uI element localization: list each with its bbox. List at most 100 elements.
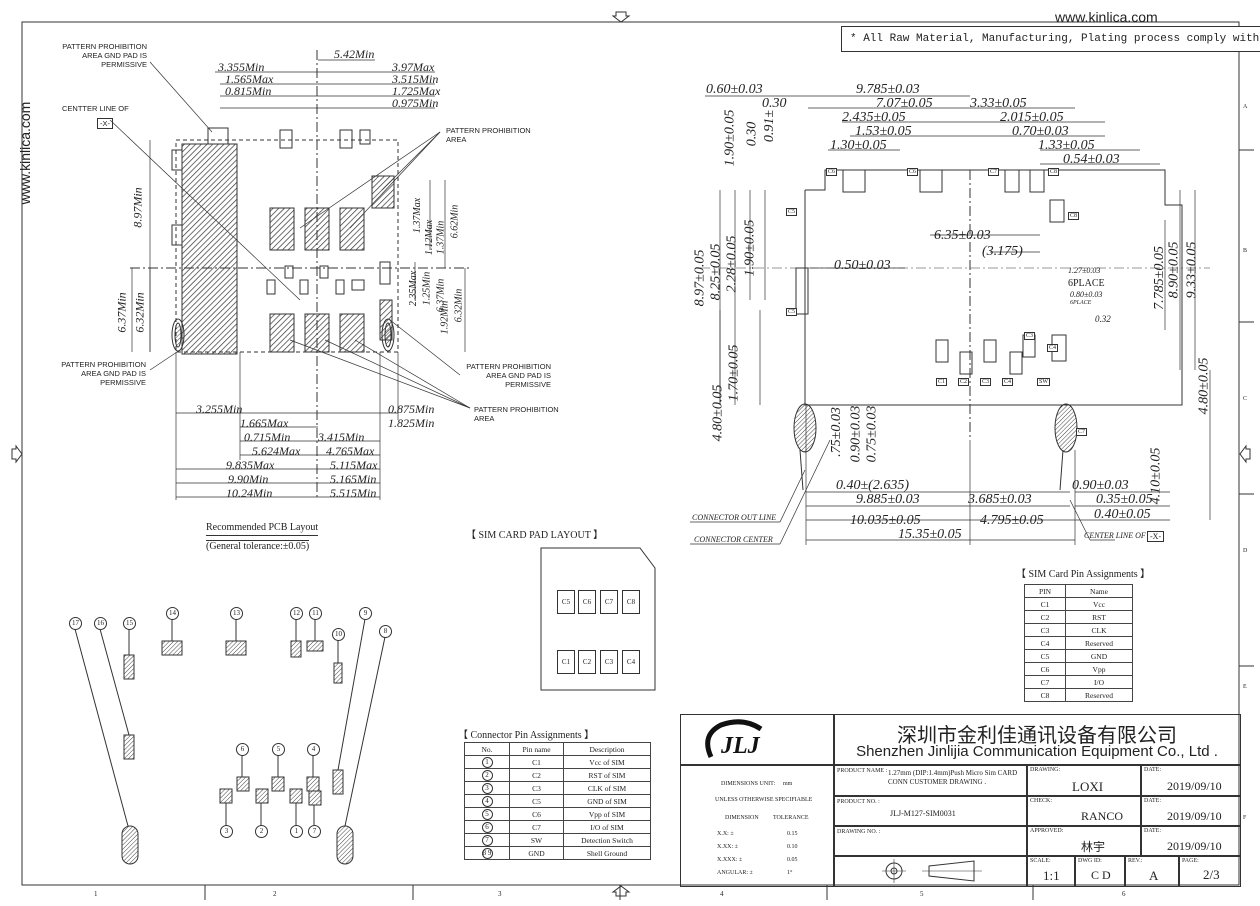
- sim-pin-id: C7: [1024, 675, 1066, 689]
- connector-pin-desc: RST of SIM: [563, 768, 651, 782]
- connector-pin-header-desc: Description: [563, 742, 651, 756]
- dim-label: 0.975Min: [392, 96, 439, 110]
- right-zone-label: C: [1243, 396, 1248, 402]
- bottom-zone-label: 6: [1122, 890, 1126, 898]
- right-zone-label: A: [1243, 104, 1248, 110]
- date-label: DATE:: [1144, 798, 1161, 804]
- scale-value: 1:1: [1043, 868, 1060, 883]
- page-cell: PAGE: 2/3: [1178, 855, 1241, 887]
- balloon-1: 1: [290, 825, 303, 838]
- dim-label: 3.685±0.03: [968, 492, 1032, 507]
- dim-label: 4.80±0.05: [710, 384, 726, 442]
- approved-by: 林宇: [1081, 840, 1106, 854]
- dim-label: 9.33±0.05: [1184, 241, 1200, 299]
- connector-pin-no: 1: [464, 755, 510, 769]
- dim-label: 6.32Min: [132, 292, 147, 333]
- note-prohibition-bottom: PATTERN PROHIBITION AREA: [474, 405, 559, 423]
- dim-label: 4.80±0.05: [1196, 357, 1212, 415]
- tolerance-value: 0.10: [787, 844, 798, 850]
- date-label: DATE:: [1144, 828, 1161, 834]
- dim-label: 0.32: [1095, 314, 1111, 324]
- dim-label: 0.30: [762, 96, 787, 111]
- date-cell-2: DATE: 2019/09/10: [1140, 795, 1241, 827]
- dim-label: 0.815Min: [225, 84, 272, 98]
- balloon-7: 7: [308, 825, 321, 838]
- pin-tag: C7: [988, 168, 1000, 176]
- right-zone-label: E: [1243, 684, 1247, 690]
- dim-label: 0.50±0.03: [834, 258, 891, 273]
- balloon-16: 16: [94, 617, 107, 630]
- note-top-permissive: PATTERN PROHIBITION AREA GND PAD IS PERM…: [62, 42, 147, 69]
- product-no-label: PRODUCT NO. :: [837, 799, 880, 805]
- connector-pin-no: 7: [464, 833, 510, 847]
- dim-label: 0.40±(2.635): [836, 478, 910, 493]
- tolerance-value: 0.05: [787, 857, 798, 863]
- connector-pin-desc: Vpp of SIM: [563, 807, 651, 821]
- product-name-cell: PRODUCT NAME : 1.27mm (DIP:1.4mm)Push Mi…: [833, 764, 1028, 797]
- note-bottom-right-permissive: PATTERN PROHIBITION AREA GND PAD IS PERM…: [466, 362, 551, 389]
- dwg-id-label: DWG ID:: [1078, 858, 1102, 864]
- date-cell-3: DATE: 2019/09/10: [1140, 825, 1241, 857]
- tolerance-dim: ANGULAR: ±: [717, 870, 753, 876]
- projection-cell: [833, 855, 1028, 887]
- pin-number-balloon: 1: [481, 756, 493, 768]
- tolerance-dim: X.X: ±: [717, 831, 734, 837]
- pin-tag: C4: [1047, 344, 1059, 352]
- dim-label: 1.90±0.05: [722, 109, 738, 167]
- connector-pin-name: GND: [509, 846, 564, 860]
- dim-label: 0.90±0.03: [848, 405, 864, 463]
- dim-label: 2.35Max: [408, 270, 420, 307]
- dim-label: 1.27±0.03: [1068, 266, 1101, 275]
- connector-pin-name: C3: [509, 781, 564, 795]
- dim-label: 1.92Min: [439, 300, 451, 335]
- balloon-10: 10: [332, 628, 345, 641]
- note-bottom-left-permissive: PATTERN PROHIBITION AREA GND PAD IS PERM…: [61, 360, 146, 387]
- dim-label: 9.785±0.03: [856, 82, 920, 97]
- pin-tag: C3: [980, 378, 992, 386]
- dimensions-unit-value: mm: [783, 781, 793, 787]
- product-name: 1.27mm (DIP:1.4mm)Push Micro Sim CARD CO…: [888, 769, 1018, 786]
- balloon-13: 13: [230, 607, 243, 620]
- sim-pin-header-pin: PIN: [1024, 584, 1066, 598]
- dim-label: 0.35±0.05: [1096, 492, 1153, 507]
- dim-label: 4.765Max: [326, 444, 375, 458]
- company-name-cn: 深圳市金利佳通讯设备有限公司: [897, 723, 1177, 747]
- pin-number-balloon: 4: [481, 795, 493, 807]
- dim-label: 1.12Max: [424, 219, 436, 256]
- check-label: CHECK:: [1030, 798, 1053, 804]
- note-prohibition-top: PATTERN PROHIBITION AREA: [446, 126, 531, 144]
- date-1: 2019/09/10: [1167, 779, 1222, 793]
- pin-number-balloon: 7: [481, 834, 493, 846]
- balloon-4: 4: [307, 743, 320, 756]
- dim-label: 0.40±0.05: [1094, 507, 1151, 522]
- drawing-no-cell: DRAWING NO. :: [833, 825, 1028, 857]
- dim-label: 3.255Min: [196, 402, 243, 416]
- dim-label: 1.565Max: [225, 72, 274, 86]
- dim-label: 2.435±0.05: [842, 110, 906, 125]
- logo-cell: JLJ: [680, 714, 835, 766]
- dim-label: 2.28±0.05: [724, 235, 740, 293]
- gnd-pad-large: [181, 143, 238, 355]
- dim-label: 4.795±0.05: [980, 513, 1044, 528]
- pin-tag: C4: [1002, 378, 1014, 386]
- dim-label: 0.70±0.03: [1012, 124, 1069, 139]
- date-2: 2019/09/10: [1167, 809, 1222, 823]
- balloon-11: 11: [309, 607, 322, 620]
- header-website[interactable]: www.kinlica.com: [1055, 9, 1158, 25]
- dim-label: 6PLACE: [1068, 278, 1105, 289]
- dim-label: 1.53±0.05: [855, 124, 912, 139]
- sim-pin-name: GND: [1065, 649, 1133, 663]
- dim-label: 0.30: [744, 121, 760, 147]
- pin-tag: C6: [907, 168, 919, 176]
- note-center-line: CENTTER LINE OF: [62, 104, 129, 113]
- dim-label: 1.825Min: [388, 416, 435, 430]
- dim-label: 9.835Max: [226, 458, 275, 472]
- connector-pin-no: 6: [464, 820, 510, 834]
- connector-view-geometry: [690, 95, 1211, 545]
- product-no: JLJ-M127-SIM0031: [890, 809, 956, 818]
